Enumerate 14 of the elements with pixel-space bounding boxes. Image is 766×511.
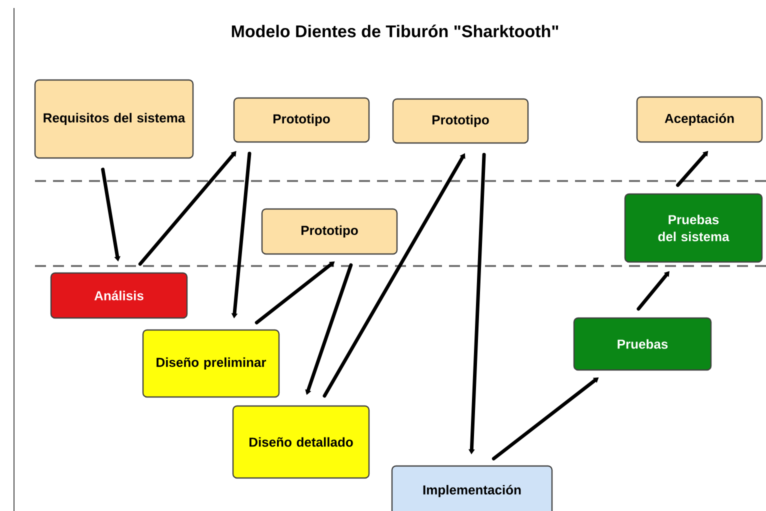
phase-box: Prototipo <box>233 97 370 143</box>
arrow <box>138 151 236 266</box>
title: Modelo Dientes de Tiburón "Sharktooth" <box>232 24 558 38</box>
phase-box: Diseño preliminar <box>142 329 280 398</box>
phase-box: Requisitos del sistema <box>34 79 194 159</box>
phase-box: Aceptación <box>636 96 763 143</box>
phase-box: Prototipo <box>392 98 529 144</box>
phase-box: Diseño detallado <box>232 405 370 479</box>
phase-box: Pruebas del sistema <box>624 193 763 263</box>
phase-box: Prototipo <box>261 208 398 255</box>
phase-box: Implementación <box>391 465 553 511</box>
phase-box: Pruebas <box>573 317 712 371</box>
arrow <box>636 271 670 311</box>
phase-box: Análisis <box>50 272 188 319</box>
